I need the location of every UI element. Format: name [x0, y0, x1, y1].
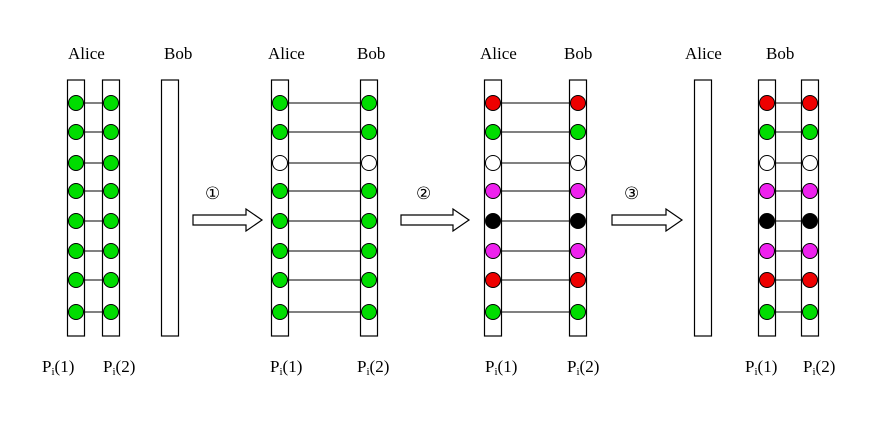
panel4-p2-column: [800, 79, 820, 337]
panel4-particle-7-p2: [802, 272, 818, 288]
panel2-particle-3-p2: [361, 155, 377, 171]
step-1-marker: ①: [205, 184, 221, 203]
panel2-particle-4-p2: [361, 183, 377, 199]
panel1-alice-label: Alice: [68, 44, 105, 63]
panel2-particle-8-p2: [361, 304, 377, 320]
panel2-particle-8-p1: [272, 304, 288, 320]
panel3-particle-2-p1: [485, 124, 501, 140]
panel4-particle-3-p2: [802, 155, 818, 171]
panel2-particle-1-p2: [361, 95, 377, 111]
panel1-particle-1-p1: [68, 95, 84, 111]
panel3-particle-8-p1: [485, 304, 501, 320]
panel1-particle-8-p2: [103, 304, 119, 320]
panel4-particle-2-p1: [759, 124, 775, 140]
panel4-particle-2-p2: [802, 124, 818, 140]
panel1-bob-label: Bob: [164, 44, 193, 63]
panel2-p2-column: [359, 79, 379, 337]
panel1-particle-5-p1: [68, 213, 84, 229]
panel3-particle-1-p1: [485, 95, 501, 111]
panel1-particle-3-p1: [68, 155, 84, 171]
panel4-particle-5-p1: [759, 213, 775, 229]
panel2-p2-label: Pi(2): [357, 357, 390, 378]
panel3-p1-label: Pi(1): [485, 357, 518, 378]
panel4-empty-alice-column: [693, 79, 713, 337]
panel1-particle-7-p1: [68, 272, 84, 288]
panel2-particle-1-p1: [272, 95, 288, 111]
panel1-p2-column: [101, 79, 121, 337]
panel3-particle-2-p2: [570, 124, 586, 140]
panel4-particle-6-p1: [759, 243, 775, 259]
step-2-marker: ②: [416, 184, 432, 203]
panel2-particle-6-p1: [272, 243, 288, 259]
panel1-particle-7-p2: [103, 272, 119, 288]
panel4-particle-6-p2: [802, 243, 818, 259]
panel3-particle-1-p2: [570, 95, 586, 111]
panel3-p1-column: [483, 79, 503, 337]
panel3-p2-label: Pi(2): [567, 357, 600, 378]
panel2-particle-2-p2: [361, 124, 377, 140]
step-3-marker: ③: [624, 184, 640, 203]
panel4-particle-7-p1: [759, 272, 775, 288]
panel4-p1-label: Pi(1): [745, 357, 778, 378]
panel3-particle-3-p2: [570, 155, 586, 171]
panel2-alice-label: Alice: [268, 44, 305, 63]
panel3-particle-7-p2: [570, 272, 586, 288]
step-3-arrow: [611, 207, 684, 233]
panel4-particle-4-p2: [802, 183, 818, 199]
panel3-p2-column: [568, 79, 588, 337]
panel1-particle-4-p1: [68, 183, 84, 199]
panel3-particle-6-p1: [485, 243, 501, 259]
panel3-particle-4-p1: [485, 183, 501, 199]
panel4-alice-label: Alice: [685, 44, 722, 63]
panel2-p1-column: [270, 79, 290, 337]
panel4-p2-label: Pi(2): [803, 357, 836, 378]
panel4-particle-3-p1: [759, 155, 775, 171]
panel2-p1-label: Pi(1): [270, 357, 303, 378]
panel1-particle-2-p2: [103, 124, 119, 140]
panel1-p1-column: [66, 79, 86, 337]
panel3-bob-label: Bob: [564, 44, 593, 63]
panel3-particle-5-p2: [570, 213, 586, 229]
panel1-particle-5-p2: [103, 213, 119, 229]
panel4-particle-1-p1: [759, 95, 775, 111]
panel3-particle-5-p1: [485, 213, 501, 229]
panel2-particle-7-p2: [361, 272, 377, 288]
panel4-particle-1-p2: [802, 95, 818, 111]
panel2-particle-6-p2: [361, 243, 377, 259]
panel2-particle-2-p1: [272, 124, 288, 140]
panel4-particle-5-p2: [802, 213, 818, 229]
panel1-particle-6-p1: [68, 243, 84, 259]
panel1-particle-3-p2: [103, 155, 119, 171]
panel2-particle-5-p1: [272, 213, 288, 229]
panel4-bob-label: Bob: [766, 44, 795, 63]
panel3-particle-6-p2: [570, 243, 586, 259]
panel1-p2-label: Pi(2): [103, 357, 136, 378]
panel3-particle-7-p1: [485, 272, 501, 288]
panel4-particle-8-p1: [759, 304, 775, 320]
panel2-particle-3-p1: [272, 155, 288, 171]
panel3-particle-3-p1: [485, 155, 501, 171]
step-1-arrow: [192, 207, 264, 233]
step-2-arrow: [400, 207, 471, 233]
panel1-particle-1-p2: [103, 95, 119, 111]
panel1-particle-6-p2: [103, 243, 119, 259]
panel2-particle-5-p2: [361, 213, 377, 229]
panel3-particle-4-p2: [570, 183, 586, 199]
panel1-particle-4-p2: [103, 183, 119, 199]
panel3-particle-8-p2: [570, 304, 586, 320]
panel1-empty-bob-column: [160, 79, 180, 337]
panel4-particle-8-p2: [802, 304, 818, 320]
panel4-particle-4-p1: [759, 183, 775, 199]
panel2-particle-7-p1: [272, 272, 288, 288]
panel1-particle-2-p1: [68, 124, 84, 140]
panel3-alice-label: Alice: [480, 44, 517, 63]
panel4-p1-column: [757, 79, 777, 337]
panel2-bob-label: Bob: [357, 44, 386, 63]
panel2-particle-4-p1: [272, 183, 288, 199]
panel1-particle-8-p1: [68, 304, 84, 320]
panel1-p1-label: Pi(1): [42, 357, 75, 378]
